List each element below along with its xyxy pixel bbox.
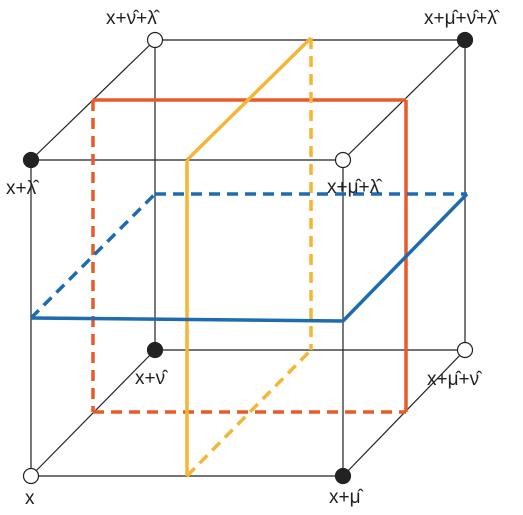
vertex-labels: x x+μ̂ x+ν̂ x+μ̂+ν̂ x+λ̂ x+μ̂+λ̂ x+ν̂+λ̂… [6, 8, 501, 509]
vertex-x-lambda [22, 151, 40, 169]
yellow-plane-bottom [185, 348, 313, 478]
blue-plane [29, 192, 469, 323]
vertices [22, 31, 474, 485]
blue-plane-right [341, 192, 469, 323]
label-x-nu-lambda: x+ν̂+λ̂ [106, 8, 161, 29]
blue-plane-front [30, 316, 344, 323]
label-x-mu: x+μ̂ [329, 487, 365, 508]
label-x-mu-nu: x+μ̂+ν̂ [427, 369, 483, 390]
vertex-x-nu [146, 341, 164, 359]
label-x-nu: x+ν̂ [135, 368, 169, 389]
vertex-x-mu-nu [456, 341, 474, 359]
label-x-mu-nu-lambda: x+μ̂+ν̂+λ̂ [424, 8, 501, 29]
blue-plane-left [29, 192, 157, 320]
vertex-x [22, 467, 40, 485]
label-x-mu-lambda: x+μ̂+λ̂ [327, 177, 383, 198]
vertex-x-mu [334, 467, 352, 485]
vertex-x-mu-lambda [334, 151, 352, 169]
label-x: x [25, 488, 35, 509]
label-x-lambda: x+λ̂ [6, 178, 40, 199]
vertex-x-mu-nu-lambda [456, 31, 474, 49]
vertex-x-nu-lambda [146, 31, 164, 49]
yellow-plane-top [185, 36, 313, 162]
